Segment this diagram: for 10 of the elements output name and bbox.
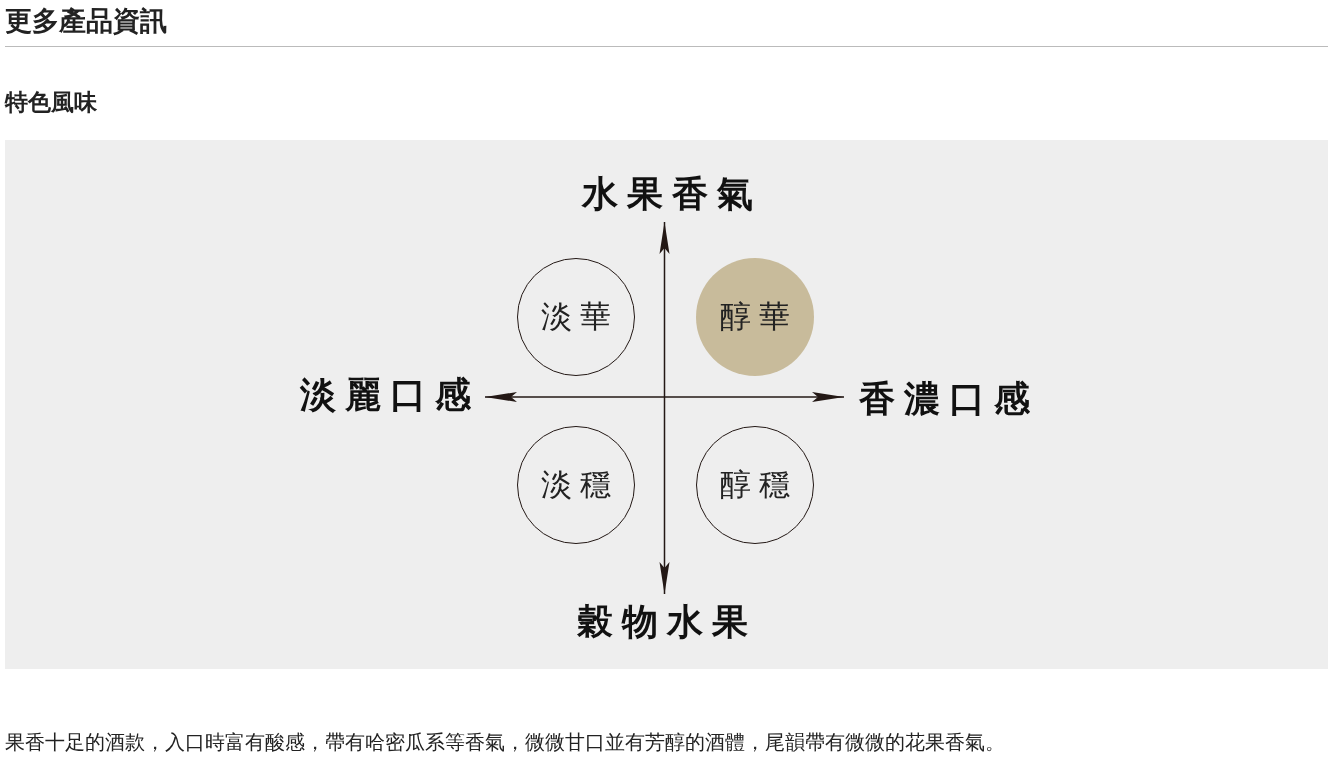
page-heading: 更多產品資訊 (5, 4, 167, 38)
axis-label: 穀物水果 (552, 594, 772, 650)
axis-label: 水果香氣 (557, 166, 777, 222)
axis-arrow (659, 221, 670, 595)
axis-label: 淡麗口感 (285, 367, 485, 423)
axis-label: 香濃口感 (844, 371, 1044, 427)
section-heading: 特色風味 (5, 88, 97, 117)
filled-circle: 醇華 (696, 258, 814, 376)
axis-arrow (484, 392, 845, 402)
description-text: 果香十足的酒款，入口時富有酸感，帶有哈密瓜系等香氣，微微甘口並有芳醇的酒體，尾韻帶有微微的花果香氣。 (5, 729, 1005, 756)
